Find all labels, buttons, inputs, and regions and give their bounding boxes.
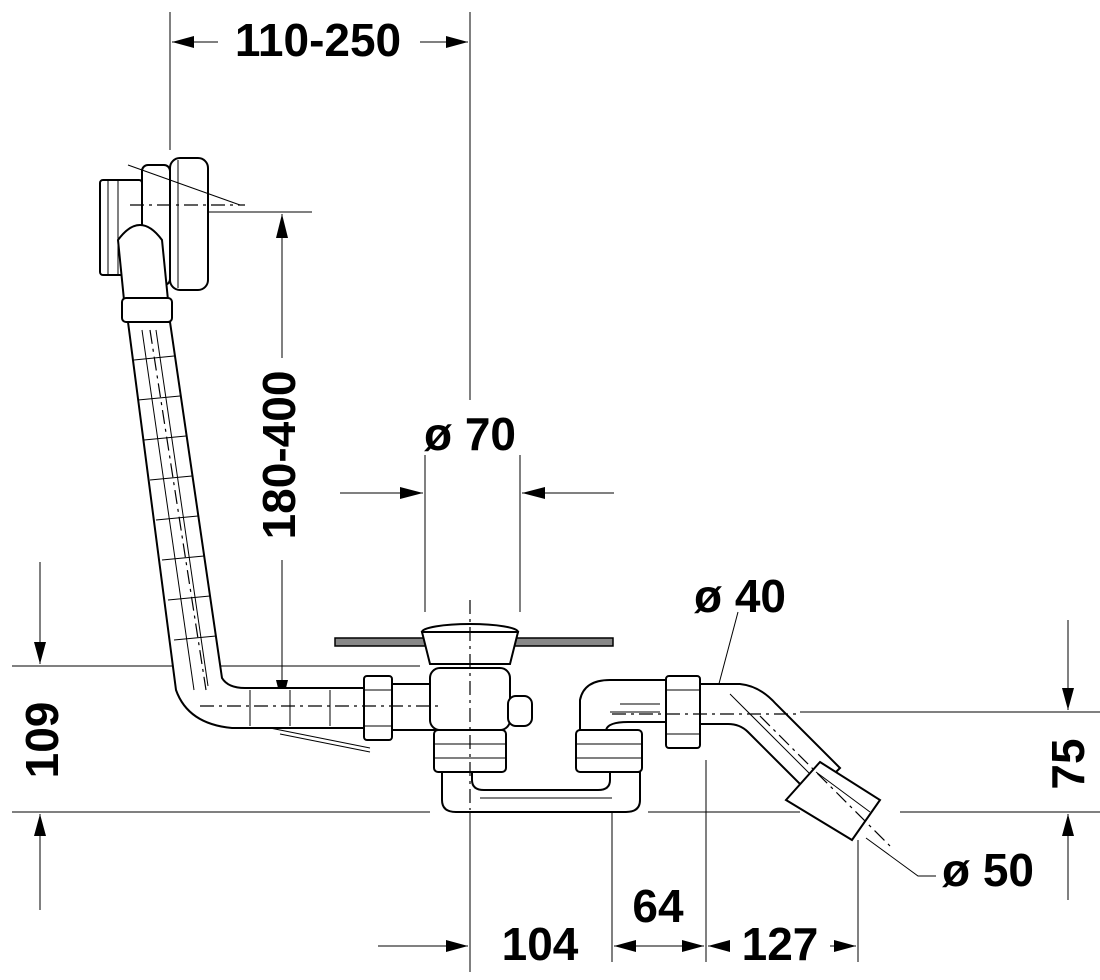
dim-outlet-diameter: ø 40 xyxy=(694,570,786,622)
dim-waste-diameter: ø 70 xyxy=(424,408,516,460)
waste-trap-assembly xyxy=(334,623,882,842)
overflow-assembly xyxy=(99,157,241,323)
dim-pipe-diameter: ø 50 xyxy=(942,844,1034,896)
flex-hose xyxy=(126,321,381,753)
dim-127: 127 xyxy=(742,918,819,970)
dim-64: 64 xyxy=(632,880,684,932)
dimension-arrows xyxy=(34,36,1074,952)
center-lines xyxy=(130,204,891,847)
dim-overflow-height: 180-400 xyxy=(253,371,305,540)
dim-104: 104 xyxy=(502,918,579,970)
dim-trap-height: 109 xyxy=(16,702,68,779)
dim-outlet-height: 75 xyxy=(1042,738,1094,789)
dim-overflow-offset: 110-250 xyxy=(235,14,401,66)
